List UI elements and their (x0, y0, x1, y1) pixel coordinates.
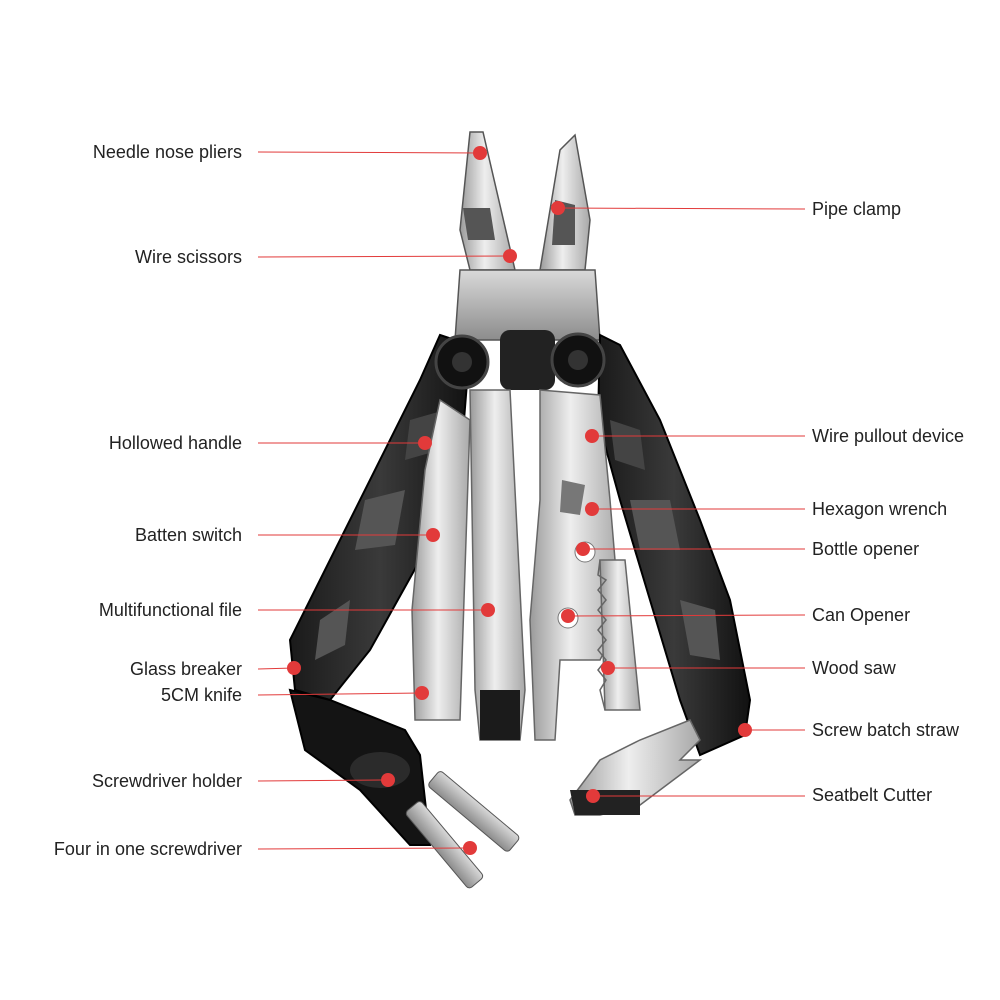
label-screwdriver-holder: Screwdriver holder (91, 771, 242, 791)
leader-line-wire-scissors (257, 255, 511, 258)
marker-dot-screwdriver-holder (381, 773, 395, 787)
leader-line-can-opener (567, 614, 806, 617)
label-5cm-knife: 5CM knife (160, 685, 242, 705)
label-bottle-opener: Bottle opener (812, 539, 920, 559)
label-needle-nose-pliers: Needle nose pliers (92, 142, 242, 162)
label-glass-breaker: Glass breaker (129, 659, 242, 679)
label-hexagon-wrench: Hexagon wrench (812, 499, 948, 519)
leader-lines (257, 151, 806, 850)
pliers-jaws (454, 131, 601, 390)
label-screw-batch-straw: Screw batch straw (812, 720, 960, 740)
label-wire-pullout-device: Wire pullout device (812, 426, 965, 446)
marker-dots (287, 146, 752, 855)
leader-line-pipe-clamp (557, 207, 806, 210)
marker-dot-multifunctional-file (481, 603, 495, 617)
marker-dot-batten-switch (426, 528, 440, 542)
marker-dot-needle-nose-pliers (473, 146, 487, 160)
marker-dot-pipe-clamp (551, 201, 565, 215)
leader-line-screwdriver-holder (257, 779, 389, 782)
marker-dot-wood-saw (601, 661, 615, 675)
label-wire-scissors: Wire scissors (135, 247, 242, 267)
label-wood-saw: Wood saw (812, 658, 896, 678)
label-hollowed-handle: Hollowed handle (108, 433, 242, 453)
label-multifunctional-file: Multifunctional file (98, 600, 242, 620)
label-batten-switch: Batten switch (134, 525, 242, 545)
marker-dot-5cm-knife (415, 686, 429, 700)
leader-line-four-in-one-screwdriver (257, 847, 471, 850)
marker-dot-can-opener (561, 609, 575, 623)
marker-dot-screw-batch-straw (738, 723, 752, 737)
marker-dot-bottle-opener (576, 542, 590, 556)
marker-dot-wire-pullout-device (585, 429, 599, 443)
label-four-in-one-screwdriver: Four in one screwdriver (53, 839, 242, 859)
marker-dot-glass-breaker (287, 661, 301, 675)
marker-dot-four-in-one-screwdriver (463, 841, 477, 855)
leader-line-needle-nose-pliers (257, 151, 481, 154)
tools (411, 389, 703, 816)
pivot-bolts (434, 332, 606, 390)
marker-dot-seatbelt-cutter (586, 789, 600, 803)
marker-dot-hollowed-handle (418, 436, 432, 450)
leader-line-5cm-knife (257, 692, 423, 696)
label-pipe-clamp: Pipe clamp (812, 199, 902, 219)
marker-dot-hexagon-wrench (585, 502, 599, 516)
marker-dot-wire-scissors (503, 249, 517, 263)
label-seatbelt-cutter: Seatbelt Cutter (812, 785, 933, 805)
label-can-opener: Can Opener (812, 605, 911, 625)
screwdriver-bits (405, 771, 520, 889)
